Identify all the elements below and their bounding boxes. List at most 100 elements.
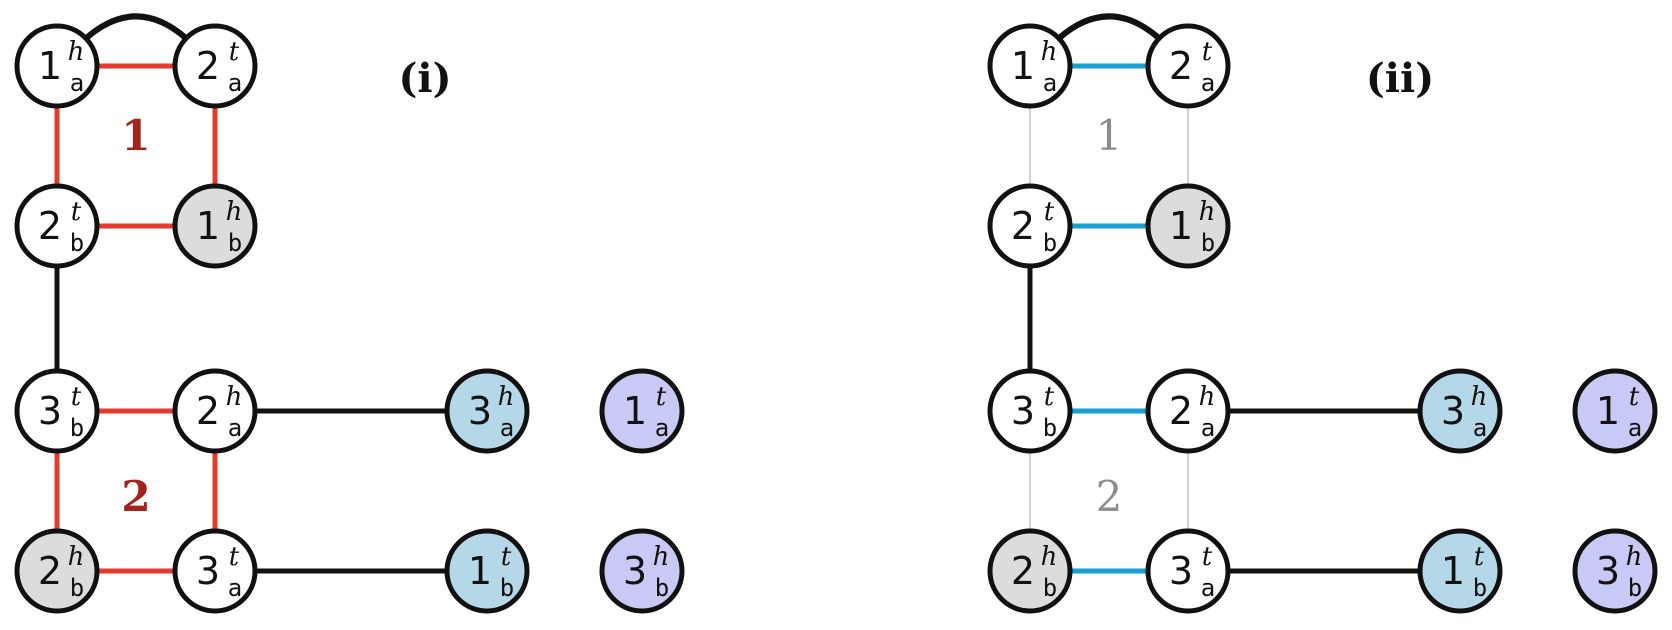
node-subscript: a	[655, 414, 669, 442]
node-circle	[599, 368, 685, 454]
node-circle	[1145, 23, 1231, 109]
node-number: 3	[1596, 549, 1620, 593]
node-subscript: b	[1628, 574, 1642, 602]
node-subscript: a	[228, 574, 242, 602]
node-subscript: a	[1201, 414, 1215, 442]
node-number: 3	[196, 549, 220, 593]
node-circle	[1417, 528, 1503, 614]
node-number: 3	[1169, 549, 1193, 593]
node-superscript: t	[229, 542, 240, 572]
node-circle	[172, 368, 258, 454]
node-superscript: t	[71, 382, 82, 412]
node-subscript: b	[500, 574, 514, 602]
node-circle	[14, 528, 100, 614]
cycle-label-c1: 1	[121, 111, 150, 160]
node-circle	[172, 23, 258, 109]
node-subscript: b	[1201, 229, 1215, 257]
node-subscript: b	[1043, 574, 1057, 602]
node-circle	[987, 183, 1073, 269]
node-subscript: a	[70, 69, 84, 97]
node-circle	[1572, 368, 1658, 454]
node-subscript: b	[1043, 414, 1057, 442]
node-subscript: b	[70, 229, 84, 257]
node-number: 2	[38, 204, 62, 248]
cycle-label-c1: 1	[1096, 111, 1123, 160]
node-subscript: a	[500, 414, 514, 442]
node-superscript: h	[498, 382, 515, 412]
node-superscript: h	[1041, 37, 1058, 67]
node-superscript: t	[1044, 197, 1055, 227]
node-superscript: h	[1199, 197, 1216, 227]
node-number: 2	[196, 389, 220, 433]
node-number: 3	[623, 549, 647, 593]
node-number: 2	[1011, 204, 1035, 248]
node-subscript: b	[1473, 574, 1487, 602]
node-number: 1	[1011, 44, 1035, 88]
node-superscript: h	[68, 37, 85, 67]
node-number: 1	[38, 44, 62, 88]
node-subscript: a	[1201, 69, 1215, 97]
node-number: 3	[468, 389, 492, 433]
panel-label: (ii)	[1366, 55, 1434, 102]
node-superscript: t	[1202, 37, 1213, 67]
node-superscript: t	[71, 197, 82, 227]
node-circle	[14, 183, 100, 269]
node-superscript: h	[653, 542, 670, 572]
node-number: 3	[38, 389, 62, 433]
node-number: 1	[1596, 389, 1620, 433]
node-subscript: a	[228, 69, 242, 97]
node-number: 3	[1011, 389, 1035, 433]
node-number: 1	[623, 389, 647, 433]
node-subscript: a	[1473, 414, 1487, 442]
adjacency-arc-n1-n2	[82, 13, 190, 42]
node-number: 2	[38, 549, 62, 593]
cycle-label-c2: 2	[1096, 472, 1123, 521]
node-circle	[1417, 368, 1503, 454]
node-superscript: h	[1626, 542, 1643, 572]
node-circle	[172, 183, 258, 269]
node-subscript: a	[228, 414, 242, 442]
node-subscript: a	[1628, 414, 1642, 442]
node-superscript: h	[1199, 382, 1216, 412]
node-circle	[172, 528, 258, 614]
node-subscript: a	[1043, 69, 1057, 97]
node-circle	[14, 23, 100, 109]
node-number: 3	[1441, 389, 1465, 433]
node-superscript: h	[226, 382, 243, 412]
node-circle	[444, 528, 530, 614]
node-superscript: t	[656, 382, 667, 412]
node-circle	[1145, 183, 1231, 269]
node-number: 1	[196, 204, 220, 248]
node-circle	[1572, 528, 1658, 614]
node-number: 2	[1169, 44, 1193, 88]
node-superscript: h	[226, 197, 243, 227]
node-circle	[987, 23, 1073, 109]
node-number: 2	[196, 44, 220, 88]
node-circle	[1145, 368, 1231, 454]
node-circle	[444, 368, 530, 454]
node-number: 1	[1441, 549, 1465, 593]
panel-label: (i)	[398, 55, 451, 102]
node-circle	[987, 528, 1073, 614]
node-superscript: t	[1202, 542, 1213, 572]
